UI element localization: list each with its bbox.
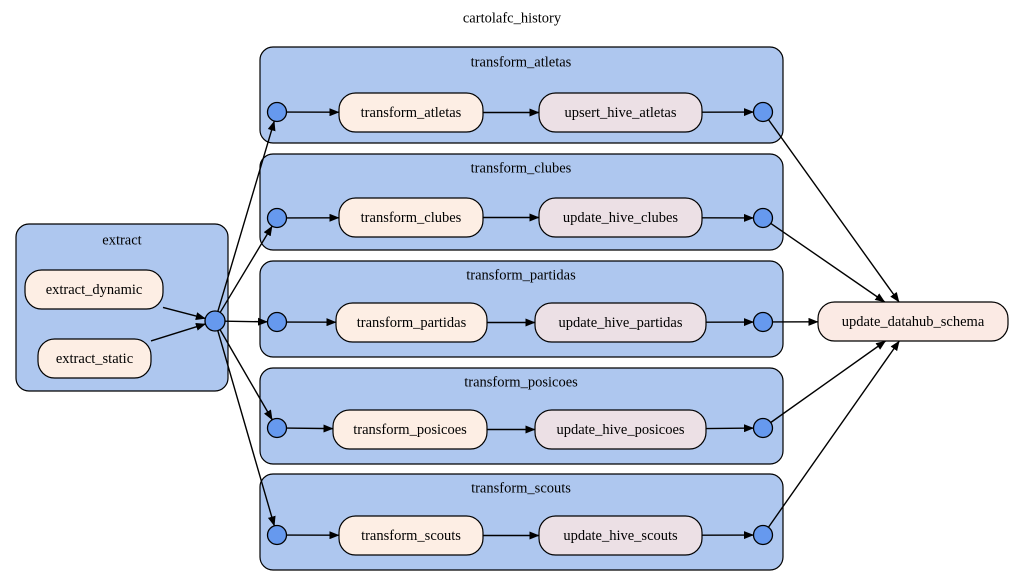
junction-dot-extract_fanout[interactable] [204,310,226,332]
edges-layer [150,108,900,540]
edge-extract_fanout-to-atletas_in [217,120,276,312]
junction-dot-posicoes_out[interactable] [752,417,774,439]
task-node-label: update_datahub_schema [842,314,985,330]
task-node-label: update_hive_scouts [563,528,678,544]
labels-layer: cartolafc_history extract extract_dynamic… [46,10,985,544]
task-node-extract_dynamic[interactable] [24,269,164,310]
edge-update_hive_posicoes-to-posicoes_out [705,424,755,433]
task-node-label: transform_clubes [361,210,462,226]
task-node-upsert_hive_atletas[interactable] [538,92,703,133]
junction-dot-atletas_in[interactable] [266,101,288,123]
junction-dot-posicoes_in[interactable] [266,417,288,439]
task-node-label: update_hive_clubes [563,210,679,226]
task-node-label: update_hive_partidas [558,315,682,331]
page-title: cartolafc_history [463,10,562,26]
task-node-label: transform_posicoes [353,422,467,438]
task-node-update_hive_scouts[interactable] [538,515,703,556]
junction-dot-clubes_in[interactable] [266,207,288,229]
edge-extract_static-to-extract_fanout [150,322,206,342]
task-node-update_hive_partidas[interactable] [534,302,707,343]
task-node-update_hive_clubes[interactable] [538,197,703,238]
junction-dot-scouts_in[interactable] [266,524,288,546]
cluster-label-transform_partidas: transform_partidas [466,267,576,283]
task-node-extract_static[interactable] [37,338,152,379]
cluster-label-extract: extract [102,232,141,248]
edge-extract_fanout-to-posicoes_in [219,329,273,421]
task-node-transform_posicoes_task[interactable] [332,409,488,450]
task-node-label: update_hive_posicoes [556,422,684,438]
junction-dot-partidas_in[interactable] [266,311,288,333]
edge-extract_dynamic-to-extract_fanout [162,306,206,320]
task-node-label: extract_static [56,351,133,367]
cluster-label-transform_atletas: transform_atletas [471,54,572,70]
edge-scouts_out-to-update_datahub_schema [767,340,900,528]
task-node-update_hive_posicoes[interactable] [534,409,707,450]
task-node-transform_clubes_task[interactable] [338,197,484,238]
task-node-transform_scouts_task[interactable] [338,515,484,556]
task-node-update_datahub_schema[interactable] [817,301,1009,342]
task-node-label: upsert_hive_atletas [565,105,677,121]
edge-clubes_out-to-update_datahub_schema [770,222,886,303]
task-node-label: extract_dynamic [46,282,143,298]
junctions-layer [204,101,774,546]
task-node-transform_atletas_task[interactable] [338,92,484,133]
task-node-label: transform_scouts [361,528,461,544]
edge-atletas_out-to-update_datahub_schema [767,119,900,303]
edge-extract_fanout-to-clubes_in [219,225,273,313]
task-node-transform_partidas_task[interactable] [335,302,488,343]
cluster-label-transform_posicoes: transform_posicoes [464,374,578,390]
junction-dot-clubes_out[interactable] [752,207,774,229]
nodes-layer [24,92,1009,556]
task-node-label: transform_atletas [361,105,462,121]
edge-extract_fanout-to-partidas_in [224,317,269,326]
edge-posicoes_in-to-transform_posicoes_task [286,424,334,433]
junction-dot-partidas_out[interactable] [752,311,774,333]
cluster-label-transform_scouts: transform_scouts [471,480,571,496]
junction-dot-atletas_out[interactable] [752,101,774,123]
task-node-label: transform_partidas [357,315,467,331]
edge-posicoes_out-to-update_datahub_schema [770,340,886,424]
cluster-label-transform_clubes: transform_clubes [471,160,572,176]
edge-extract_fanout-to-scouts_in [217,330,276,527]
junction-dot-scouts_out[interactable] [752,524,774,546]
